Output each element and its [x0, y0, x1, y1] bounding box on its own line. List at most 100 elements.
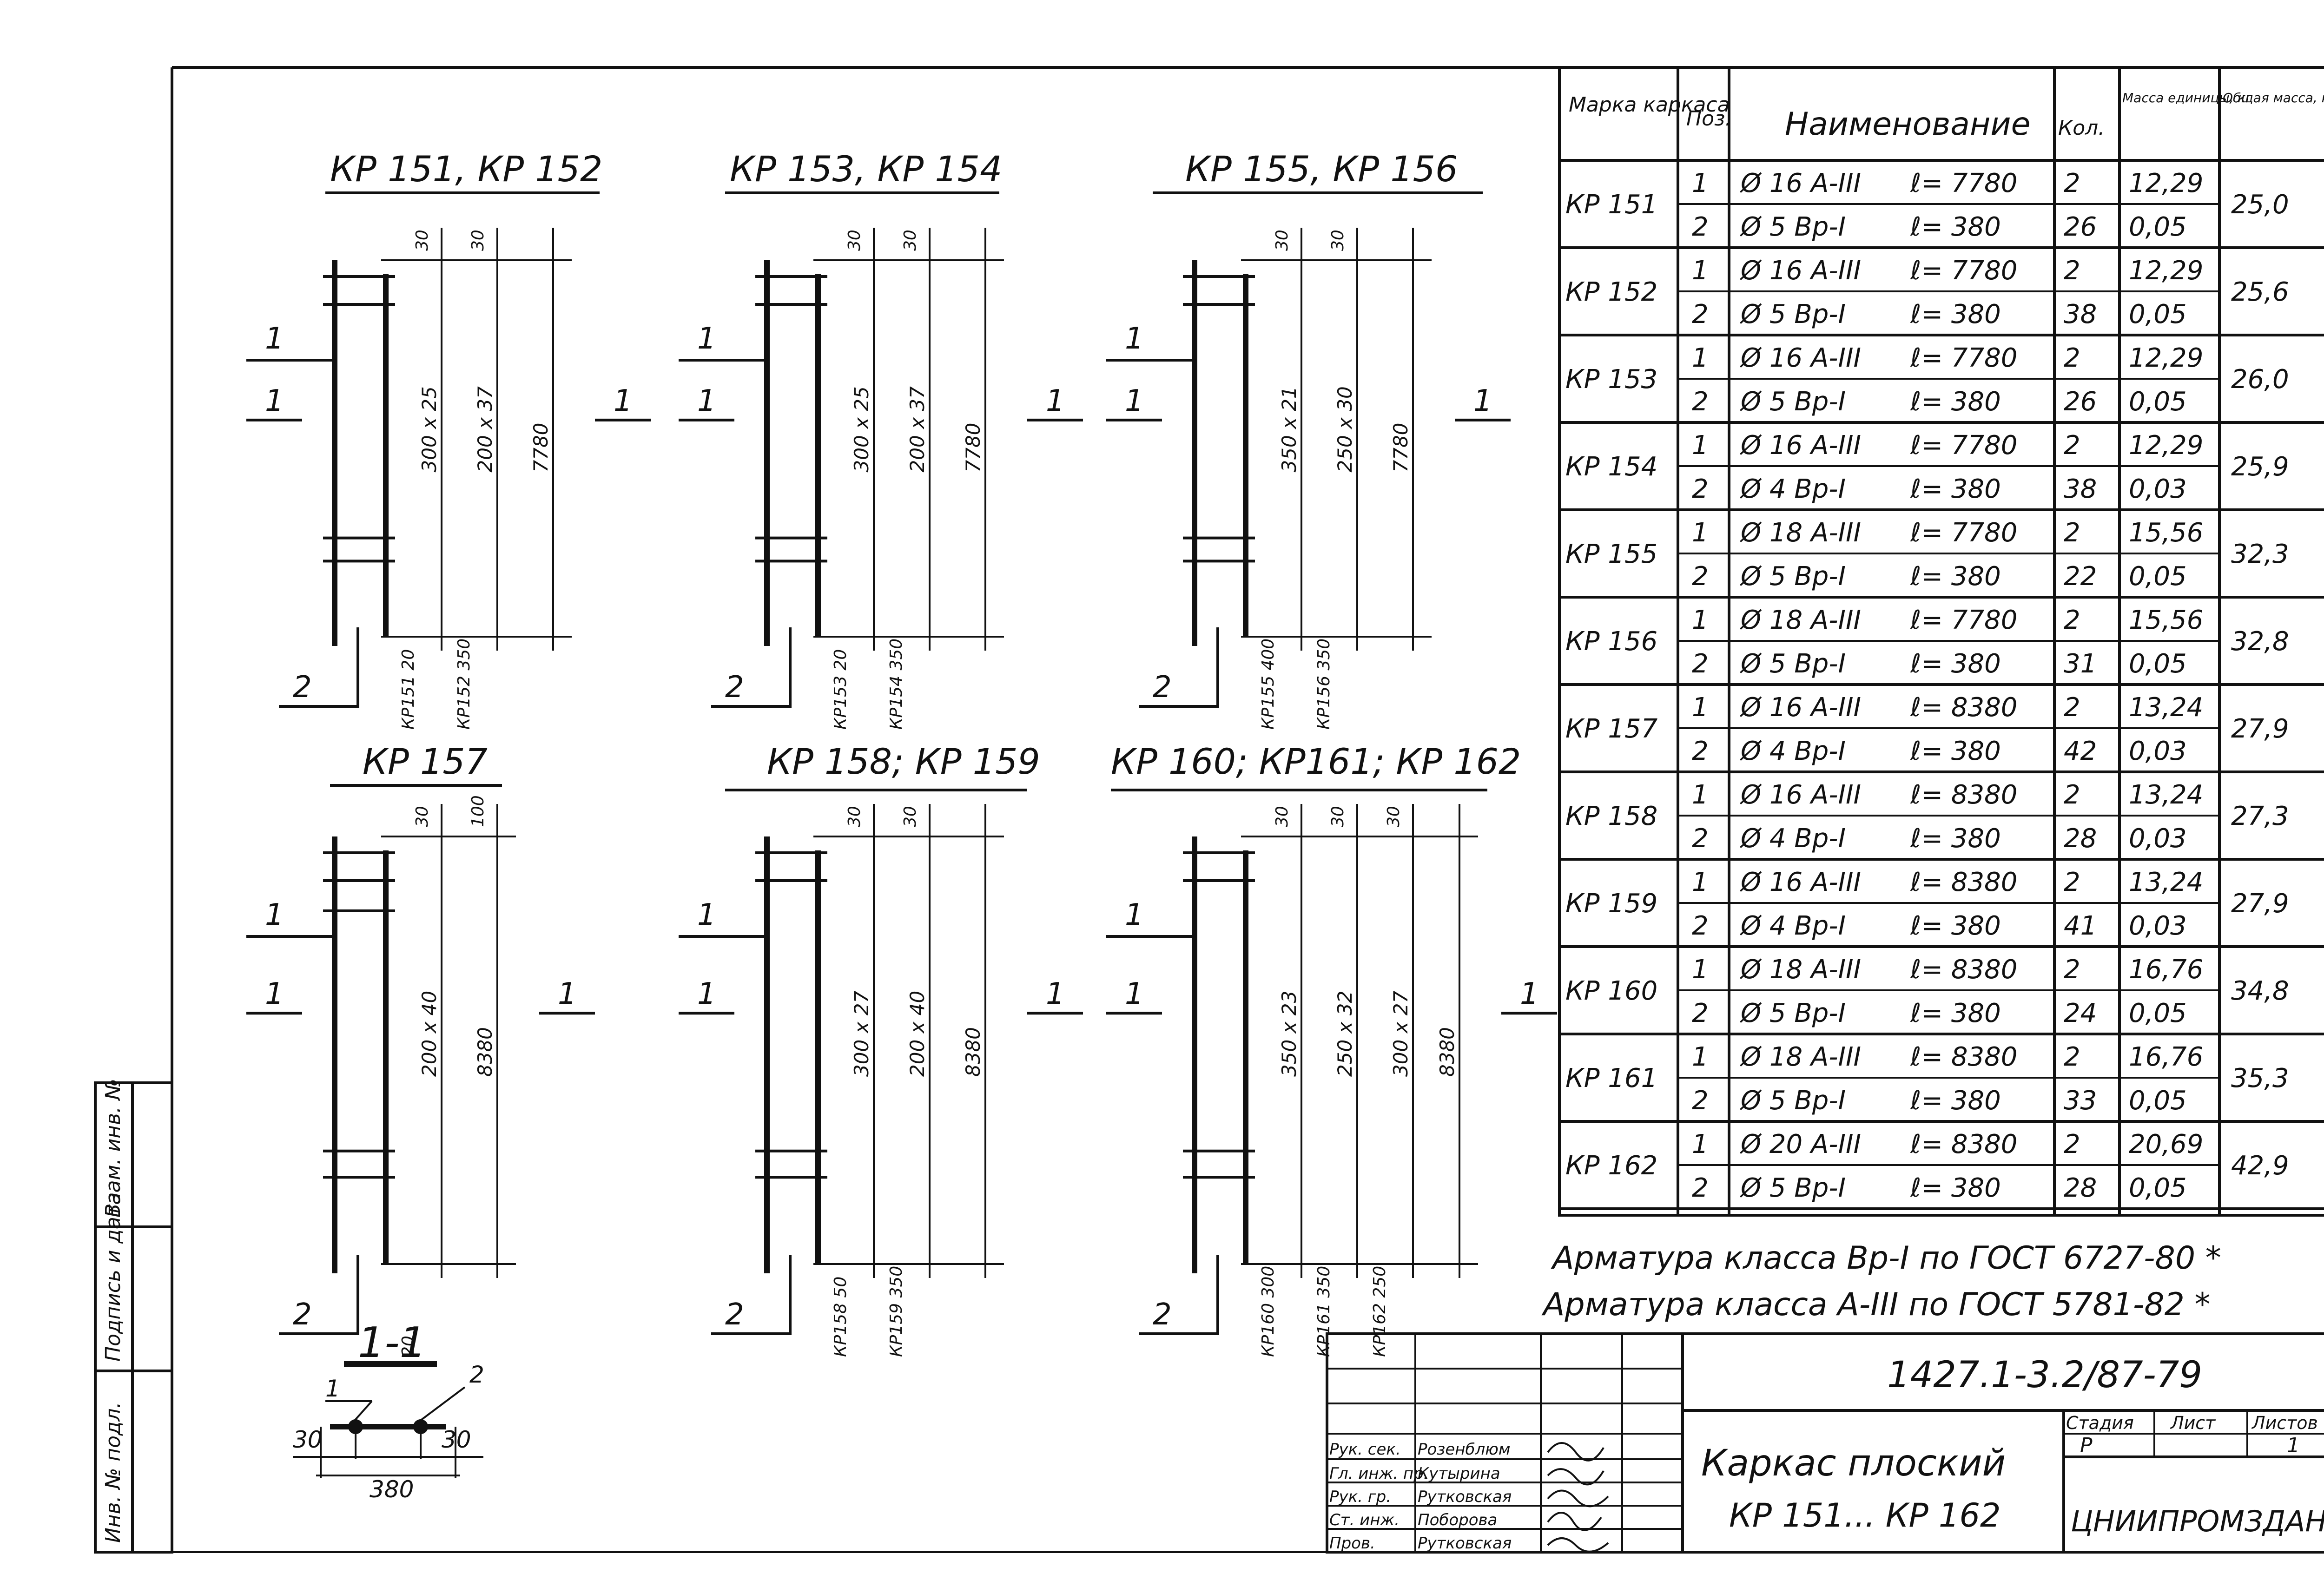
spec-pos: 2	[1692, 1086, 1709, 1116]
bottom-dimension: КР154 350	[887, 639, 906, 730]
drawing-title: КР 160; КР161; КР 162	[1111, 741, 1521, 782]
dimension-label: 350 x 23	[1278, 991, 1301, 1077]
dimension-label: 300 x 25	[850, 386, 873, 472]
spec-pos: 1	[1692, 692, 1709, 723]
spec-length: ℓ= 380	[1910, 649, 2001, 679]
dimension-label: 200 x 40	[906, 991, 929, 1077]
dimension-label: 300 x 25	[418, 386, 441, 472]
section-marker: 1	[1125, 322, 1144, 356]
spec-length: ℓ= 7780	[1910, 343, 2017, 373]
name-4: Поборова	[1418, 1511, 1497, 1529]
spec-unit-mass: 15,56	[2129, 518, 2203, 548]
sheets-value: 1	[2287, 1434, 2300, 1457]
spec-pos: 2	[1692, 649, 1709, 679]
dimension-label: 200 x 37	[906, 386, 929, 472]
spec-bar: Ø 4 Вр-I	[1740, 823, 1846, 854]
spec-pos: 1	[1692, 955, 1709, 985]
spec-length: ℓ= 8380	[1910, 955, 2017, 985]
spec-qty: 28	[2064, 1173, 2097, 1203]
spec-unit-mass: 0,05	[2129, 387, 2187, 417]
section-marker: 1	[1125, 384, 1144, 418]
spec-total-mass: 25,0	[2231, 190, 2289, 220]
position-leader	[711, 627, 792, 708]
spec-length: ℓ= 380	[1910, 299, 2001, 329]
spec-bar: Ø 5 Вр-I	[1740, 649, 1846, 679]
spec-qty: 38	[2064, 299, 2097, 329]
spec-pos: 2	[1692, 299, 1709, 329]
spec-bar: Ø 5 Вр-I	[1740, 998, 1846, 1028]
spec-length: ℓ= 8380	[1910, 692, 2017, 723]
spec-pos: 1	[1692, 1129, 1709, 1159]
specification-table: Марка каркаса Поз. Наименование Кол. Мас…	[1558, 66, 2324, 1217]
spec-pos: 2	[1692, 212, 1709, 242]
top-dimension: 30	[469, 230, 488, 251]
dimension-label: 300 x 27	[1389, 991, 1412, 1077]
title-block: 1427.1-3.2/87-79 Каркас плоский КР 151..…	[1326, 1332, 2324, 1554]
section-marker: 1	[697, 898, 716, 932]
top-dimension: 30	[1328, 806, 1347, 827]
section-marker: 1	[1046, 384, 1065, 418]
spec-mark: КР 152	[1565, 277, 1657, 307]
spec-qty: 28	[2064, 823, 2097, 854]
spec-qty: 2	[2064, 780, 2080, 810]
spec-length: ℓ= 380	[1910, 212, 2001, 242]
spec-unit-mass: 0,05	[2129, 649, 2187, 679]
people-list: Рук. сек. Розенблюм Гл. инж. пр. Кутырин…	[1329, 1440, 1512, 1553]
stage-value: Р	[2080, 1434, 2093, 1457]
header-name: Наименование	[1785, 106, 2030, 143]
position-marker: 2	[1153, 670, 1172, 705]
spec-length: ℓ= 380	[1910, 823, 2001, 854]
section-marker: 1	[1473, 384, 1492, 418]
section-marker: 1	[697, 384, 716, 418]
spec-qty: 2	[2064, 1042, 2080, 1072]
dimension-label: 200 x 37	[474, 386, 496, 472]
spec-unit-mass: 13,24	[2129, 780, 2203, 810]
document-code: 1427.1-3.2/87-79	[1887, 1354, 2202, 1396]
spec-length: ℓ= 8380	[1910, 1042, 2017, 1072]
spec-unit-mass: 0,03	[2129, 474, 2187, 504]
section-dim-right: 30	[442, 1426, 471, 1453]
spec-bar: Ø 5 Вр-I	[1740, 1173, 1846, 1203]
dimension-label: 250 x 30	[1334, 386, 1356, 472]
spec-qty: 31	[2064, 649, 2097, 679]
top-dimension: 100	[469, 795, 488, 827]
spec-mark: КР 153	[1565, 364, 1657, 395]
section-marker: 1	[265, 977, 284, 1011]
sidebar-stamp: Инв. № подл. Подпись и дата Взам. инв. №	[94, 1079, 173, 1554]
position-marker: 2	[293, 670, 312, 705]
spec-unit-mass: 15,56	[2129, 605, 2203, 635]
spec-total-mass: 32,3	[2231, 539, 2289, 569]
spec-mark: КР 158	[1565, 801, 1657, 831]
spec-unit-mass: 12,29	[2129, 430, 2203, 461]
spec-unit-mass: 0,05	[2129, 299, 2187, 329]
bottom-dimension: КР155 400	[1259, 639, 1278, 730]
spec-unit-mass: 13,24	[2129, 867, 2203, 897]
spec-unit-mass: 0,03	[2129, 823, 2187, 854]
top-dimension: 30	[901, 230, 920, 251]
spec-unit-mass: 12,29	[2129, 256, 2203, 286]
spec-bar: Ø 20 А-III	[1740, 1129, 1861, 1159]
spec-length: ℓ= 380	[1910, 1086, 2001, 1116]
spec-mark: КР 162	[1565, 1151, 1657, 1181]
spec-pos: 1	[1692, 1042, 1709, 1072]
bottom-dimension: КР160 300	[1259, 1266, 1278, 1357]
dimension-label: 8380	[474, 1027, 496, 1077]
